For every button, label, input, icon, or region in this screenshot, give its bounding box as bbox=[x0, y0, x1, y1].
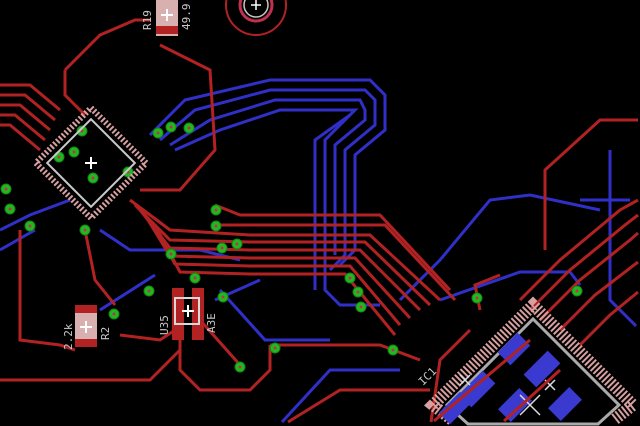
via bbox=[210, 220, 222, 232]
mounting-hole[interactable] bbox=[225, 0, 287, 36]
via bbox=[165, 248, 177, 260]
via bbox=[217, 291, 229, 303]
origin-cross-icon bbox=[85, 157, 97, 169]
via bbox=[210, 204, 222, 216]
via bbox=[355, 301, 367, 313]
via bbox=[231, 238, 243, 250]
vias bbox=[0, 121, 583, 373]
u35-name-label: U35 bbox=[158, 315, 171, 335]
via bbox=[183, 122, 195, 134]
via bbox=[79, 224, 91, 236]
via bbox=[24, 220, 36, 232]
r2-name-label: R2 bbox=[99, 327, 112, 340]
via bbox=[0, 183, 12, 195]
r19-name-label: R19 bbox=[141, 10, 154, 30]
r2-value-label: 2.2k bbox=[62, 323, 75, 350]
top-layer-traces bbox=[0, 18, 639, 424]
bottom-layer-traces bbox=[0, 78, 638, 424]
via bbox=[471, 292, 483, 304]
resistor-r19[interactable] bbox=[156, 0, 178, 36]
via bbox=[87, 172, 99, 184]
via bbox=[216, 242, 228, 254]
via bbox=[387, 344, 399, 356]
resistor-r2[interactable] bbox=[75, 305, 97, 347]
via bbox=[108, 308, 120, 320]
via bbox=[68, 146, 80, 158]
via bbox=[76, 125, 88, 137]
via bbox=[269, 342, 281, 354]
via bbox=[352, 286, 364, 298]
via bbox=[143, 285, 155, 297]
via bbox=[571, 285, 583, 297]
via bbox=[189, 272, 201, 284]
via bbox=[234, 361, 246, 373]
ic1-chip[interactable] bbox=[423, 296, 640, 426]
chip-u35[interactable] bbox=[172, 288, 204, 340]
via bbox=[4, 203, 16, 215]
u35-value-label: A3E bbox=[205, 313, 218, 333]
via bbox=[165, 121, 177, 133]
qfn-chip[interactable] bbox=[31, 103, 151, 223]
via bbox=[344, 272, 356, 284]
r19-value-label: 49.9 bbox=[180, 4, 193, 31]
via bbox=[152, 127, 164, 139]
